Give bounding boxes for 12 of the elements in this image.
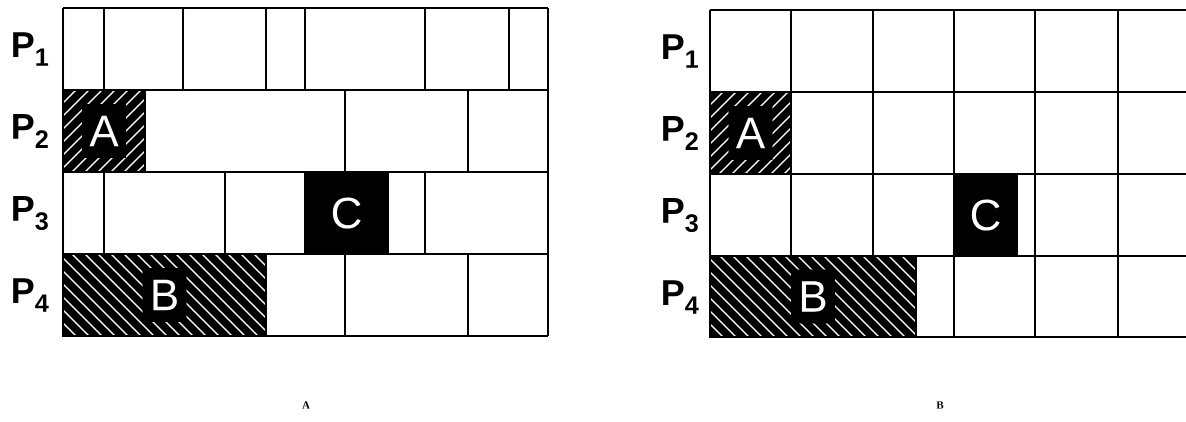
row-label: P$_{3}$ [663,197,698,233]
panel-caption: B [936,401,944,409]
hatched-block: B [709,255,917,338]
row-label: P$_{2}$ [663,116,698,150]
hatched-block: A [709,91,792,175]
hatched-block: A [62,89,146,173]
filled-block: C [304,171,389,255]
hatched-block: B [62,253,267,337]
filled-block: C [953,173,1018,257]
panel-caption: A [302,401,310,409]
row-label: P$_{3}$ [13,195,48,231]
row-label: P$_{2}$ [13,114,48,148]
